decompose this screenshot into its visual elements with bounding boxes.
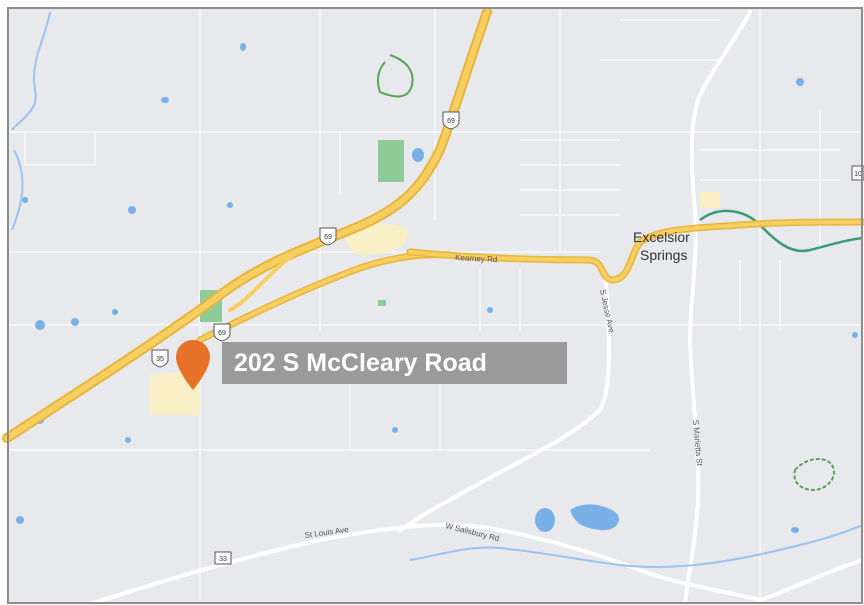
svg-text:69: 69 xyxy=(324,234,332,241)
secondary-roads xyxy=(88,10,864,605)
route-shields: 69 69 69 35 33 10 xyxy=(151,111,864,565)
city-label: Excelsior Springs xyxy=(633,229,690,263)
shield-i35: 35 xyxy=(151,349,169,368)
svg-text:35: 35 xyxy=(156,356,164,363)
shield-mo10-bottom: 33 xyxy=(214,551,232,565)
location-pin-icon[interactable] xyxy=(176,340,210,390)
rivers xyxy=(11,11,864,569)
road-label-kearney: Kearney Rd xyxy=(455,253,498,264)
shield-mo10-top: 69 xyxy=(319,227,337,246)
green-creek xyxy=(699,209,864,253)
svg-text:69: 69 xyxy=(218,330,226,337)
ponds xyxy=(16,43,858,533)
shield-us69-north: 69 xyxy=(442,111,460,130)
address-callout: 202 S McCleary Road xyxy=(222,342,567,384)
shield-edge: 10 xyxy=(851,165,864,181)
commercial-areas xyxy=(150,192,720,415)
city-label-line1: Excelsior xyxy=(633,229,690,245)
svg-text:69: 69 xyxy=(447,118,455,125)
svg-text:33: 33 xyxy=(219,556,227,563)
svg-text:10: 10 xyxy=(854,171,862,178)
shield-mo10-mid: 69 xyxy=(213,323,231,342)
city-label-line2: Springs xyxy=(640,247,687,263)
green-trail xyxy=(376,54,414,98)
road-label-marietta: S Marietta St xyxy=(691,419,704,467)
